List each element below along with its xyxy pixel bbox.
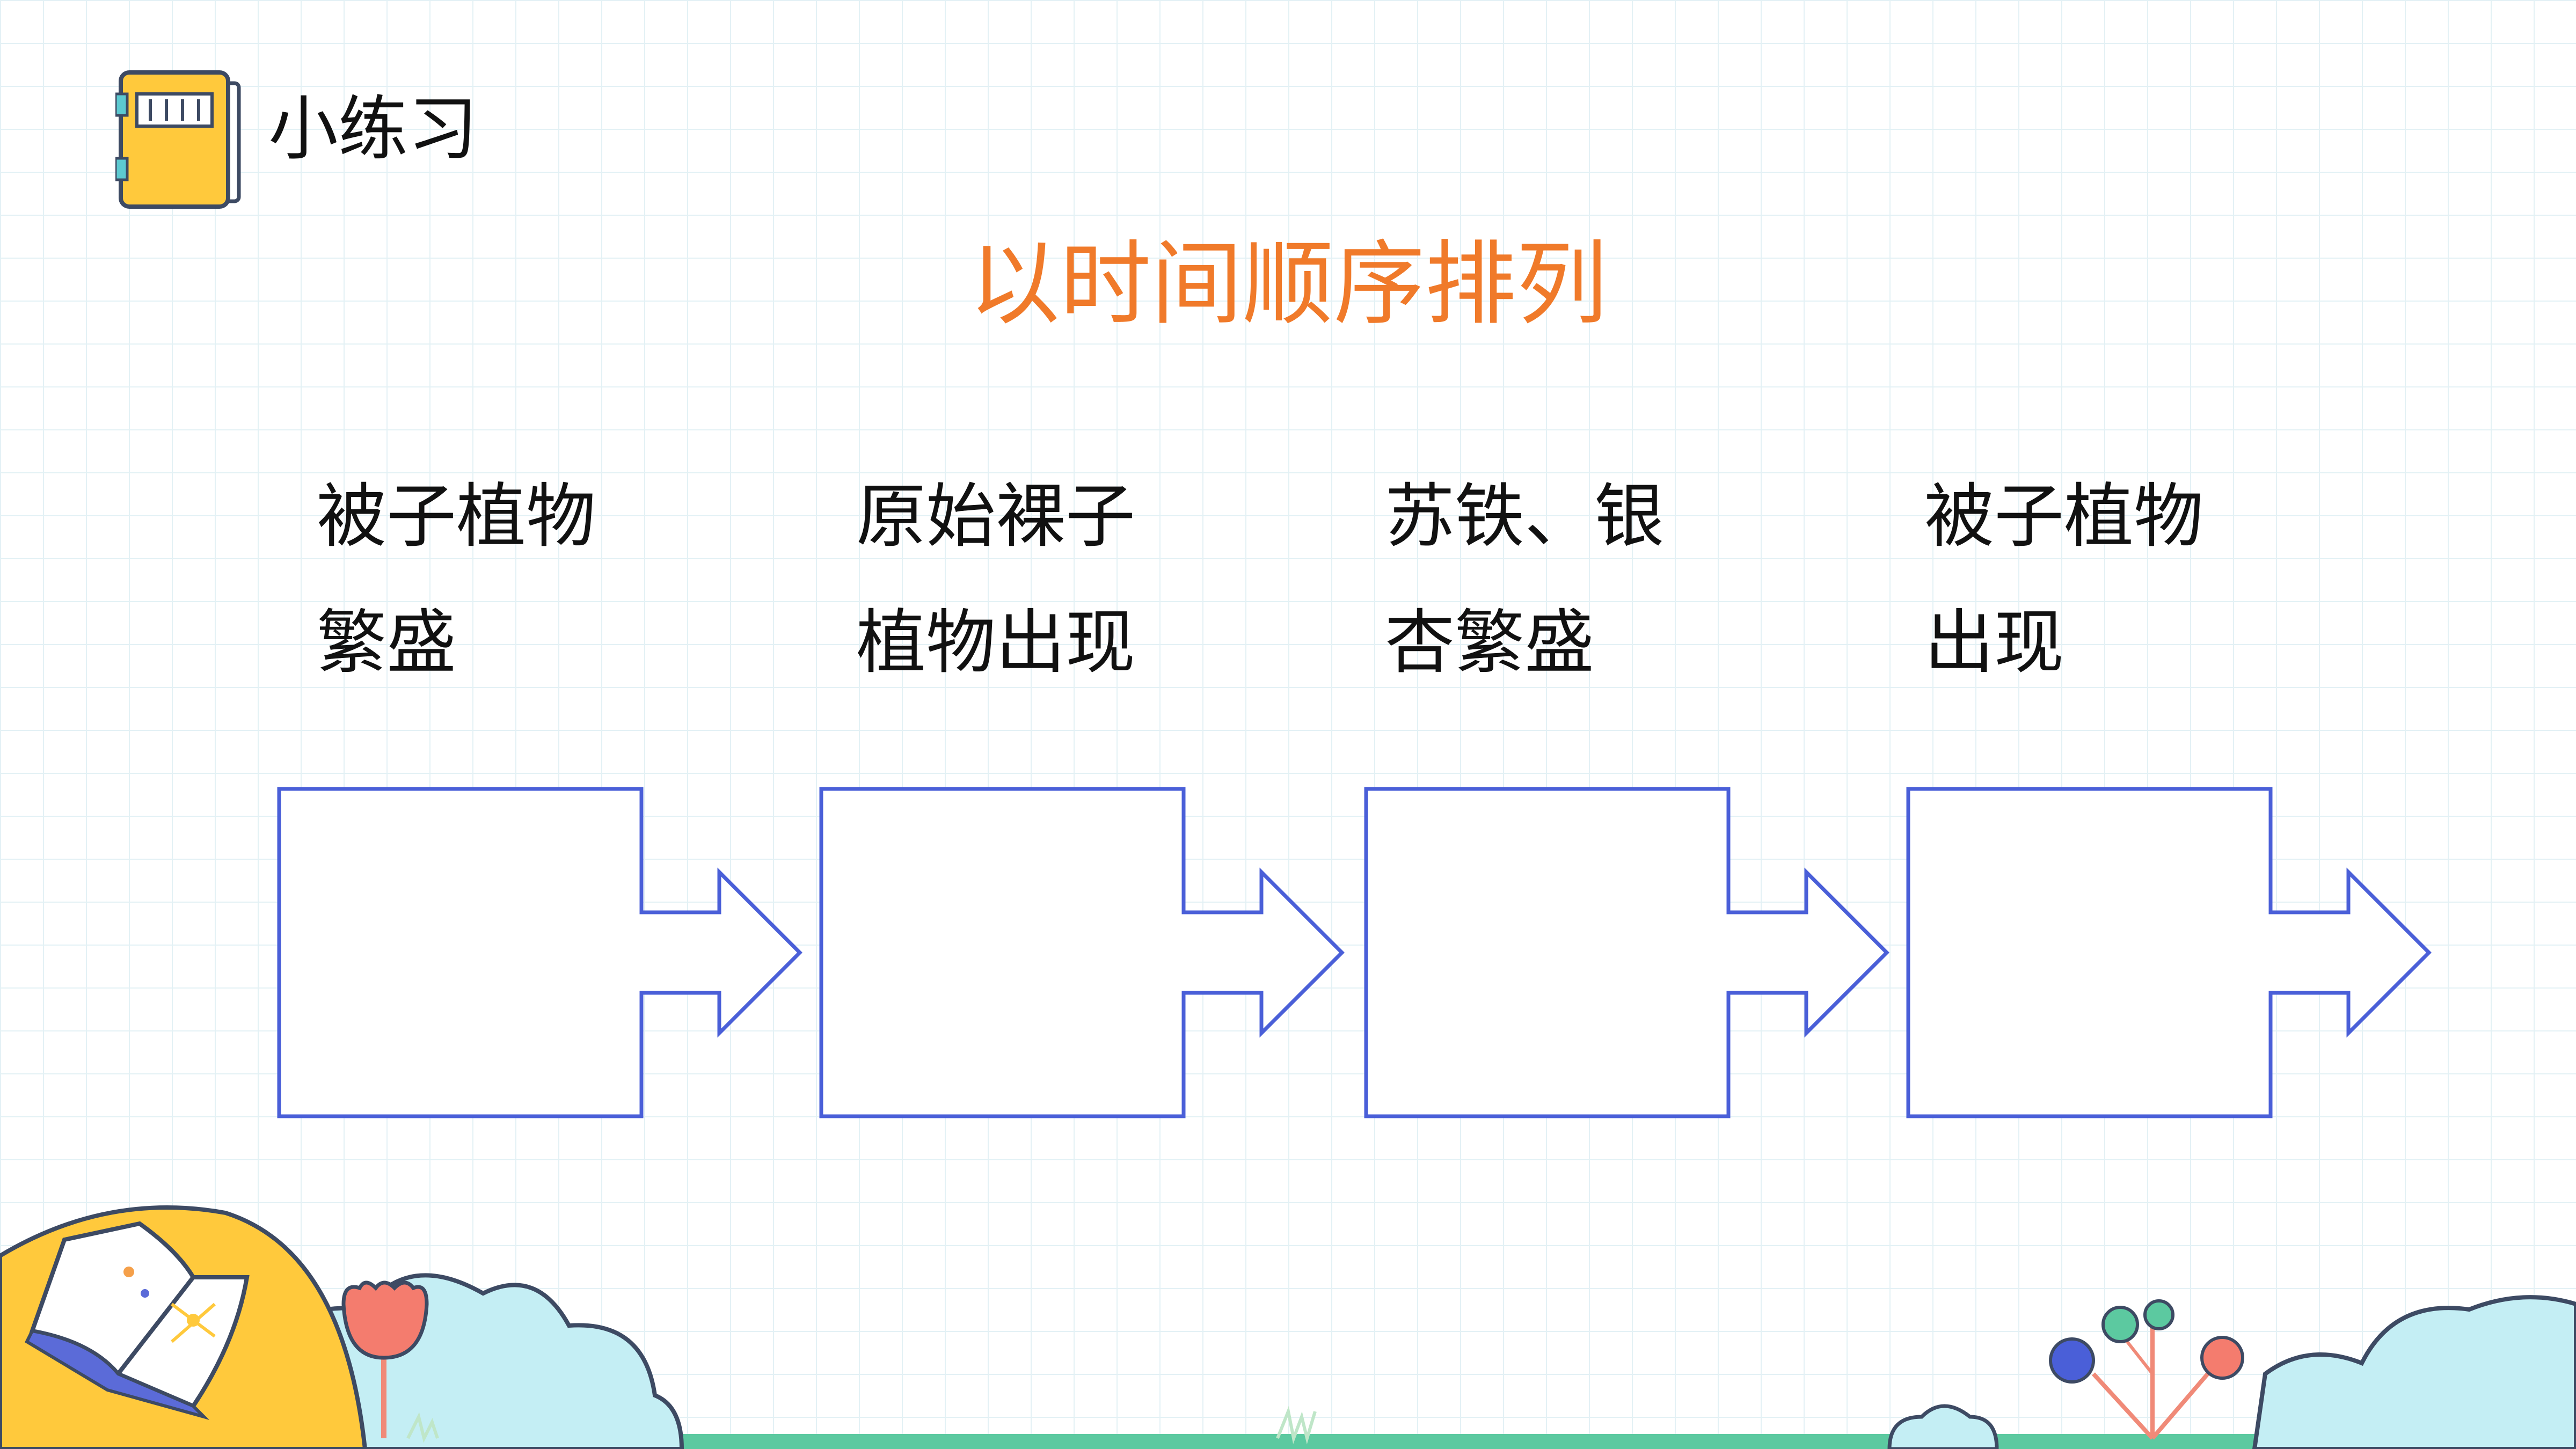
answer-box-3[interactable] [1364,787,1889,1118]
event-label-line: 被子植物 [1924,475,2204,557]
open-book-icon [25,1221,250,1420]
event-label-line: 被子植物 [317,475,596,557]
event-label-line: 原始裸子 [856,475,1136,557]
event-label-line: 繁盛 [317,602,457,683]
grass-tuft [1276,1406,1317,1445]
event-label-1: 被子植物 繁盛 [317,453,596,706]
event-label-line: 出现 [1924,602,2064,683]
answer-box-2[interactable] [819,787,1345,1118]
event-label-line: 杏繁盛 [1385,602,1595,683]
page-title: 以时间顺序排列 [968,231,1608,338]
event-label-4: 被子植物 出现 [1924,453,2203,706]
page-heading: 小练习 [268,88,478,170]
balloon-tree-icon [2049,1299,2244,1440]
cloud-right [2252,1295,2576,1449]
notebook-icon [115,70,241,209]
answer-box-1[interactable] [277,787,802,1118]
event-label-2: 原始裸子 植物出现 [856,453,1135,706]
event-label-line: 苏铁、银 [1385,475,1665,557]
event-label-3: 苏铁、银 杏繁盛 [1385,453,1664,706]
grass-tuft [406,1412,439,1443]
event-label-line: 植物出现 [856,602,1136,683]
flower-icon [341,1280,429,1438]
cloud-small [1887,1404,1999,1449]
answer-box-4[interactable] [1906,787,2432,1118]
